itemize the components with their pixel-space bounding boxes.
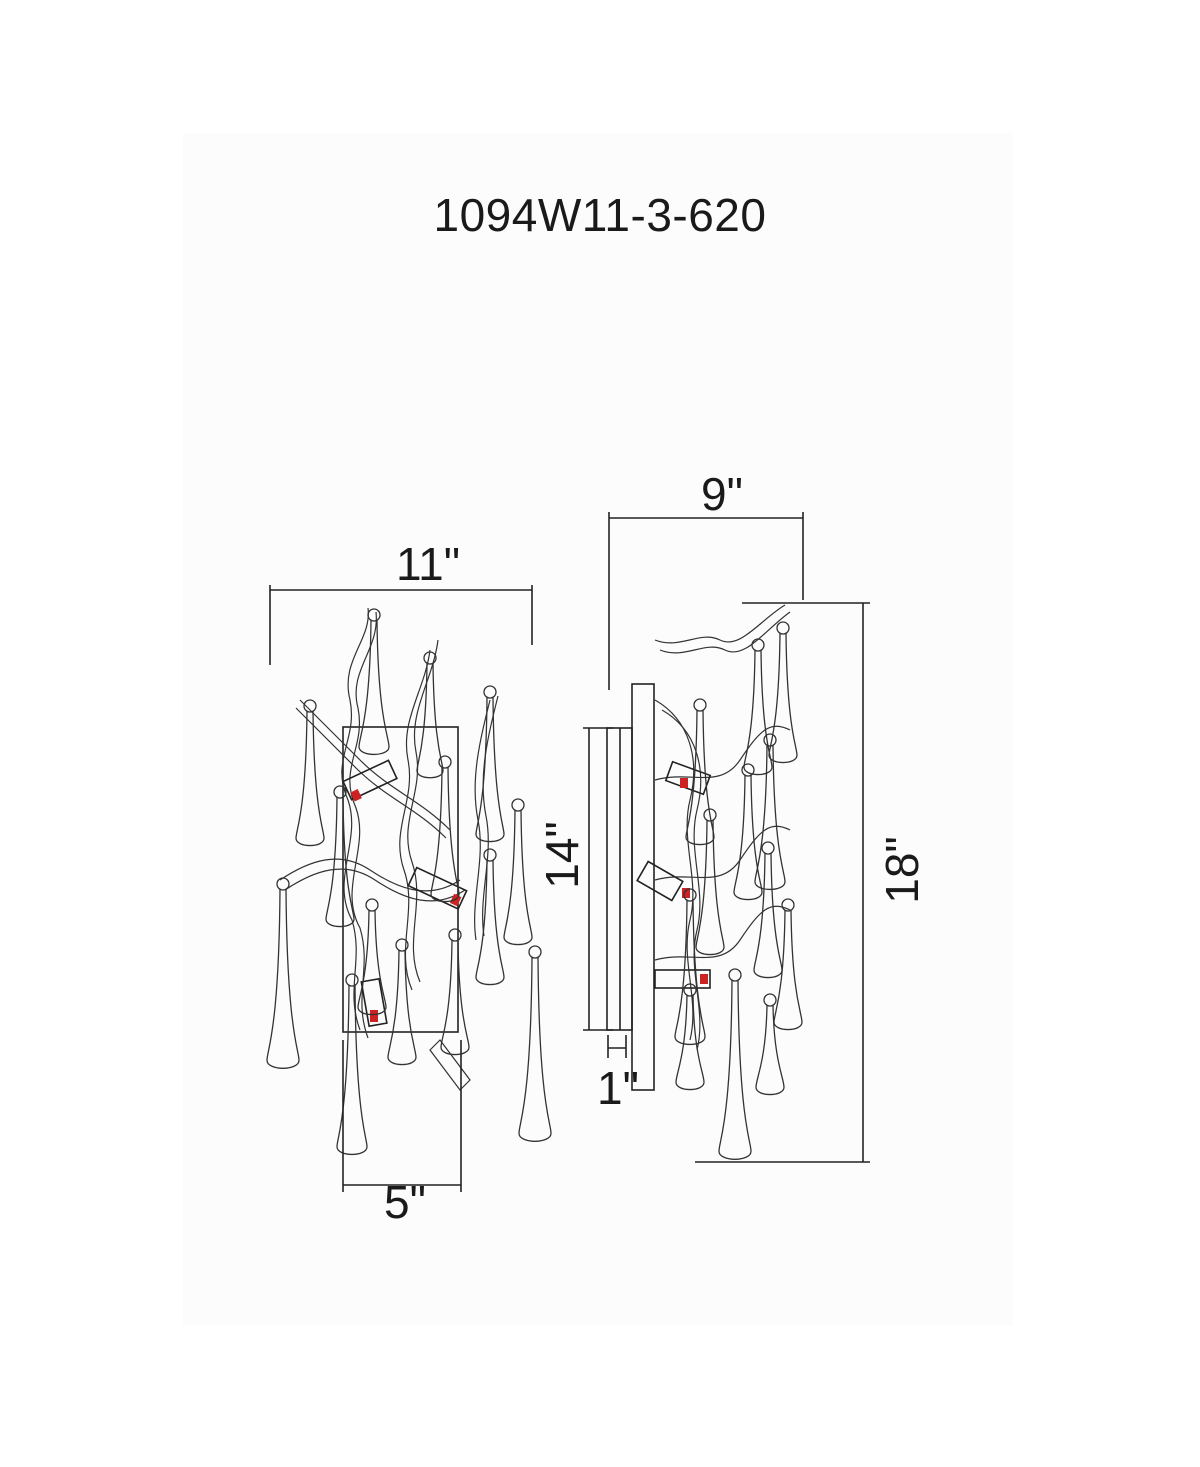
front-crystal-4	[475, 685, 505, 843]
front-crystal-10	[357, 898, 387, 1016]
side-crystals	[674, 621, 803, 1160]
front-view: 11" 5"	[266, 538, 552, 1228]
front-crystals	[266, 608, 552, 1156]
front-crystal-3	[416, 651, 444, 779]
overall-height-label: 18"	[876, 836, 928, 904]
front-crystal-12	[518, 945, 552, 1142]
drawing-sheet	[183, 133, 1013, 1326]
side-crystal-1	[768, 621, 798, 764]
front-crystal-1	[358, 608, 390, 756]
front-width-label: 11"	[396, 538, 460, 590]
front-crystal-5	[430, 755, 460, 903]
backplate-width-label: 5"	[384, 1176, 426, 1228]
front-crystal-11	[440, 928, 470, 1056]
side-crystal-4	[754, 733, 786, 891]
side-crystal-6	[695, 808, 725, 956]
side-crystal-7	[753, 841, 783, 979]
side-depth-dimension: 9"	[608, 468, 804, 690]
backplate-width-dimension: 5"	[342, 1040, 462, 1228]
side-crystal-2	[743, 638, 773, 776]
backplate-depth-dimension: 1"	[597, 1035, 639, 1114]
side-socket-2	[636, 860, 690, 902]
overall-height-dimension: 18"	[695, 602, 928, 1163]
front-socket-3	[360, 977, 388, 1028]
front-width-dimension: 11"	[269, 538, 533, 665]
front-crystal-13	[387, 938, 417, 1066]
front-socket-1	[342, 759, 398, 802]
front-backplate	[342, 726, 459, 1033]
side-crystal-12	[755, 993, 785, 1096]
front-crystal-6	[325, 785, 355, 928]
front-crystal-2	[295, 699, 325, 847]
front-crystal-8	[475, 848, 505, 986]
side-crystal-5	[733, 763, 763, 901]
front-crystal-7	[503, 798, 533, 946]
side-socket-1	[664, 760, 712, 796]
side-crystal-3	[685, 698, 715, 846]
side-crystal-10	[718, 968, 752, 1160]
backplate-depth-label: 1"	[597, 1062, 639, 1114]
side-crystal-8	[674, 888, 706, 1046]
side-view: 9" 18" 14" 1"	[536, 468, 928, 1163]
side-crystal-9	[773, 898, 803, 1031]
side-crystal-11	[675, 983, 705, 1091]
model-number-title: 1094W11-3-620	[433, 189, 767, 241]
side-depth-label: 9"	[701, 468, 743, 520]
front-crystal-9	[266, 877, 300, 1069]
backplate-height-label: 14"	[536, 821, 588, 889]
backplate-height-dimension: 14"	[536, 727, 613, 1031]
